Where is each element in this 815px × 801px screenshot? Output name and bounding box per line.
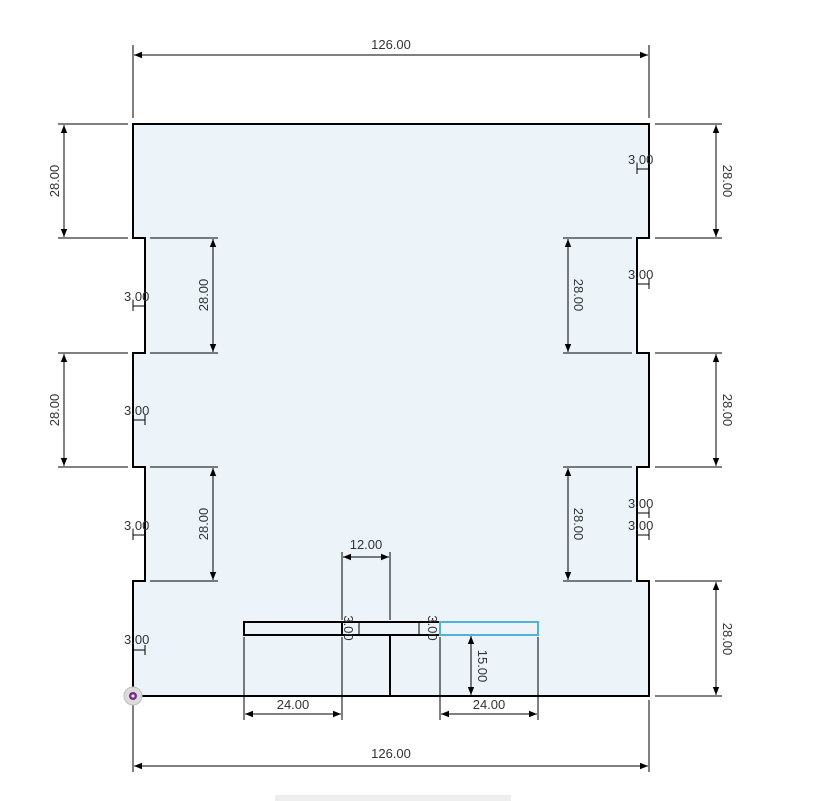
tab-dim-right-1[interactable]	[636, 164, 650, 174]
tab-dim-right-3[interactable]	[636, 508, 650, 518]
dim-text-inner-left-28-1[interactable]: 28.00	[196, 279, 211, 312]
slot-thick-dim-1[interactable]	[354, 621, 364, 636]
dim-text-inner-right-28-1[interactable]: 28.00	[571, 279, 586, 312]
tab-dim-left-1[interactable]	[132, 301, 146, 311]
dim-text-overall-bottom[interactable]: 126.00	[371, 746, 411, 761]
dim-text-overall-top[interactable]: 126.00	[371, 37, 411, 52]
dim-text-vertical-15[interactable]: 15.00	[475, 650, 490, 683]
dim-text-inner-left-28-2[interactable]: 28.00	[196, 508, 211, 541]
tab-dim-right-2[interactable]	[636, 279, 650, 289]
dim-text-left-28-1[interactable]: 28.00	[47, 165, 62, 198]
dim-text-bottom-right-24[interactable]: 24.00	[473, 697, 506, 712]
dim-text-slot-width[interactable]: 12.00	[350, 537, 383, 552]
slot-left[interactable]	[243, 621, 343, 636]
dim-text-slot-thick-1[interactable]: 3.00	[341, 615, 356, 640]
dim-text-tab-left-4[interactable]: 3.00	[124, 632, 149, 647]
tab-dim-right-4[interactable]	[636, 530, 650, 540]
origin-point-icon[interactable]	[123, 686, 143, 706]
tab-dim-left-2[interactable]	[132, 415, 146, 425]
dim-text-right-28-2[interactable]: 28.00	[720, 394, 735, 427]
tab-dim-left-3[interactable]	[132, 530, 146, 540]
dim-text-tab-left-2[interactable]: 3.00	[124, 403, 149, 418]
dim-text-right-28-3[interactable]: 28.00	[720, 623, 735, 656]
dim-text-bottom-left-24[interactable]: 24.00	[277, 697, 310, 712]
dim-text-tab-right-2[interactable]: 3.00	[628, 267, 653, 282]
dim-text-right-28-1[interactable]: 28.00	[720, 165, 735, 198]
bottom-toolbar[interactable]	[275, 795, 511, 801]
slot-thick-dim-2[interactable]	[414, 621, 424, 636]
dim-text-tab-right-4[interactable]: 3.00	[628, 518, 653, 533]
dim-text-tab-right-3[interactable]: 3.00	[628, 496, 653, 511]
sketch-profile[interactable]	[132, 123, 650, 697]
dim-text-tab-left-1[interactable]: 3.00	[124, 289, 149, 304]
tab-dim-left-4[interactable]	[132, 645, 146, 655]
slot-right-highlighted[interactable]	[439, 621, 539, 636]
dim-text-tab-right-1[interactable]: 3.00	[628, 152, 653, 167]
dim-text-left-28-2[interactable]: 28.00	[47, 394, 62, 427]
dim-text-tab-left-3[interactable]: 3.00	[124, 518, 149, 533]
dim-text-inner-right-28-2[interactable]: 28.00	[571, 508, 586, 541]
dim-text-slot-thick-2[interactable]: 3.00	[425, 615, 440, 640]
